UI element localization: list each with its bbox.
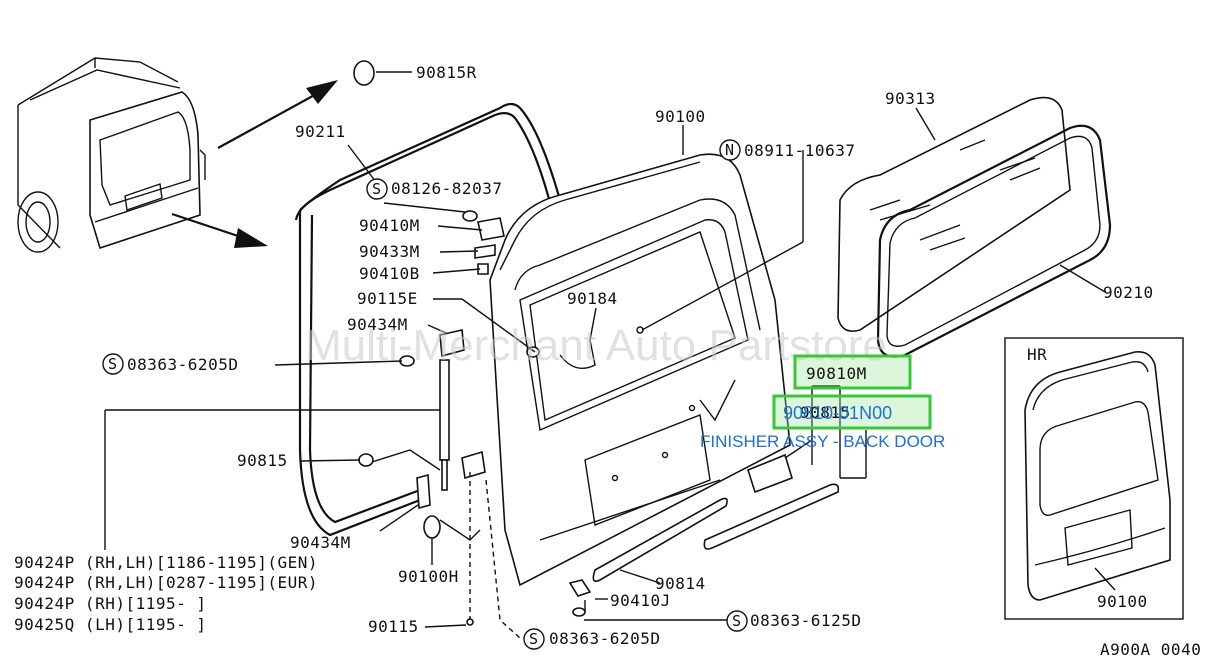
n-symbol-circle: [719, 139, 741, 161]
note-line-2: 90424P (RH,LH)[0287-1195](EUR): [14, 573, 318, 592]
highlight-90810m[interactable]: 90810M: [793, 354, 912, 390]
highlight-90810-01n00[interactable]: 90815 90810-01N00 FINISHER ASSY - BACK D…: [700, 394, 945, 451]
s-symbol-3: S: [732, 612, 741, 630]
hardware: [358, 210, 840, 626]
watermark: Multi-Merchant Auto Partstore: [305, 321, 887, 370]
part-labels: 90815R 90211 90100 90313 08911-10637 081…: [127, 63, 1201, 659]
label-90115e[interactable]: 90115E: [357, 289, 418, 308]
label-90810m[interactable]: 90810M: [806, 364, 867, 383]
s-symbol-circle-2: [102, 353, 124, 375]
label-90815-inner: 90815: [800, 403, 851, 422]
label-90211[interactable]: 90211: [295, 122, 346, 141]
s-symbol-2: S: [108, 355, 117, 373]
highlight-box-90810m[interactable]: [793, 354, 912, 390]
arrow-head-down: [234, 228, 268, 248]
applicability-notes: 90424P (RH,LH)[1186-1195](GEN) 90424P (R…: [14, 553, 318, 634]
note-line-4: 90425Q (LH)[1195- ]: [14, 615, 207, 634]
reference-code: A900A 0040: [1100, 640, 1201, 659]
label-90815[interactable]: 90815: [237, 451, 288, 470]
glass-90313: [837, 96, 1071, 332]
label-90433m[interactable]: 90433M: [359, 242, 420, 261]
label-90410j[interactable]: 90410J: [610, 591, 671, 610]
arrow-head-up: [306, 80, 338, 104]
label-90814[interactable]: 90814: [655, 574, 706, 593]
note-line-1: 90424P (RH,LH)[1186-1195](GEN): [14, 553, 318, 572]
back-door-90100: [489, 153, 791, 587]
n-symbol: N: [725, 141, 734, 159]
hr-inset: HR 90100: [1004, 337, 1184, 620]
label-90434m-top[interactable]: 90434M: [347, 315, 408, 334]
hr-label: HR: [1027, 345, 1047, 364]
label-08126-82037[interactable]: 08126-82037: [391, 179, 502, 198]
label-08911-10637[interactable]: 08911-10637: [744, 141, 855, 160]
leader-lines: [104, 107, 1106, 639]
cap-90815r: [353, 60, 375, 86]
label-08363-6205d-bottom[interactable]: 08363-6205D: [549, 629, 660, 648]
highlight-description: FINISHER ASSY - BACK DOOR: [700, 432, 945, 451]
label-90100[interactable]: 90100: [655, 107, 706, 126]
highlight-part-number[interactable]: 90810-01N00: [783, 403, 892, 423]
s-symbol-4: S: [529, 630, 538, 648]
direction-arrows: [171, 80, 338, 248]
highlight-box-part-number[interactable]: [772, 394, 932, 430]
callout-symbols: N S S S S: [102, 139, 748, 650]
weatherstrip-90211: [294, 102, 567, 537]
s-symbol-circle-1: [366, 178, 388, 200]
label-08363-6205d-left[interactable]: 08363-6205D: [127, 355, 238, 374]
label-90434m-bottom[interactable]: 90434M: [290, 533, 351, 552]
label-90313[interactable]: 90313: [885, 89, 936, 108]
s-symbol-1: S: [372, 180, 381, 198]
label-90815r[interactable]: 90815R: [416, 63, 477, 82]
label-90115[interactable]: 90115: [368, 617, 419, 636]
note-line-3: 90424P (RH)[1195- ]: [14, 594, 207, 613]
label-90410b[interactable]: 90410B: [359, 264, 420, 283]
s-symbol-circle-4: [523, 628, 545, 650]
label-90184[interactable]: 90184: [567, 289, 618, 308]
label-90410m[interactable]: 90410M: [359, 216, 420, 235]
s-symbol-circle-3: [726, 610, 748, 632]
label-90100h[interactable]: 90100H: [398, 567, 459, 586]
label-08363-6125d[interactable]: 08363-6125D: [750, 611, 861, 630]
hr-label-90100[interactable]: 90100: [1097, 592, 1148, 611]
label-90210[interactable]: 90210: [1103, 283, 1154, 302]
van-illustration: [17, 57, 206, 253]
